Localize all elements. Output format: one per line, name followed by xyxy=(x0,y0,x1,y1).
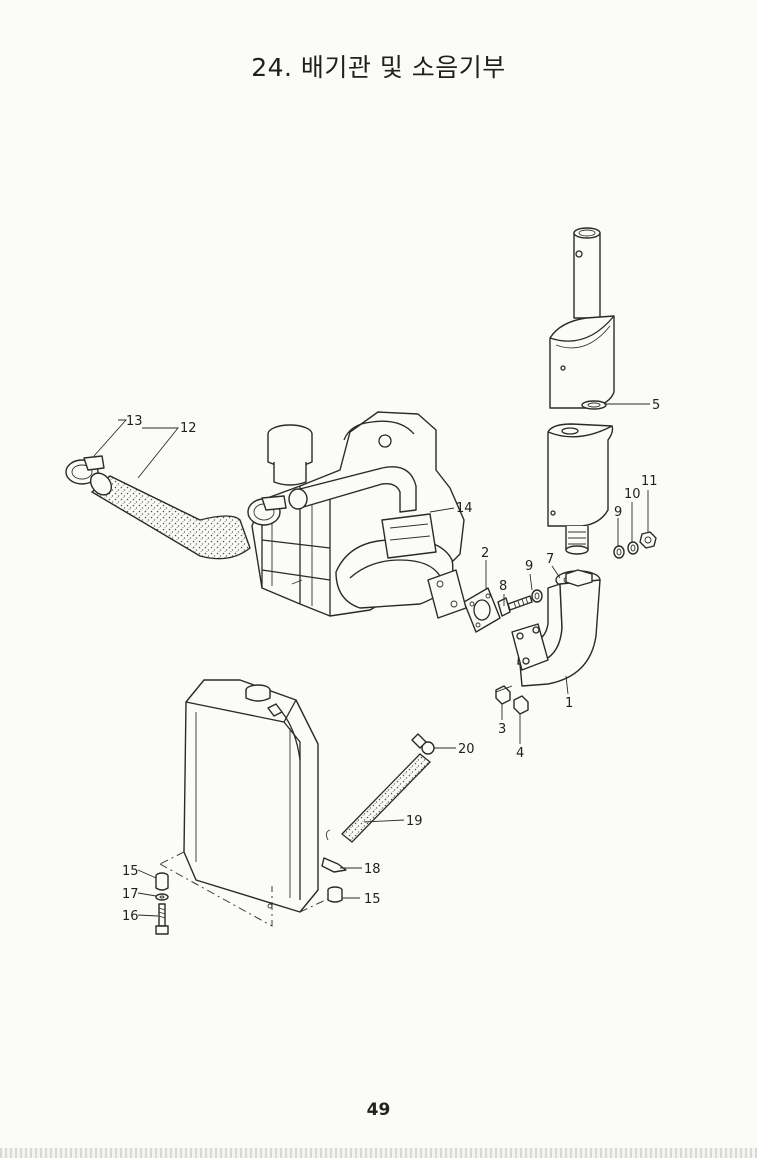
bolt-16 xyxy=(155,903,169,935)
callout-3: 3 xyxy=(498,722,506,737)
callout-4: 4 xyxy=(516,746,524,761)
rubber-mount-15-left xyxy=(155,872,169,891)
engine-block xyxy=(251,411,467,619)
callout-9-left: 9 xyxy=(525,559,533,574)
gasket-2 xyxy=(463,587,501,633)
page-title: 24. 배기관 및 소음기부 xyxy=(251,53,506,82)
callout-12: 12 xyxy=(180,421,197,436)
fitting-20 xyxy=(411,733,435,755)
nut-3 xyxy=(495,685,511,705)
callout-16: 16 xyxy=(122,909,139,924)
callout-10: 10 xyxy=(624,487,641,502)
callout-14: 14 xyxy=(456,501,473,516)
muffler-assembly xyxy=(549,227,615,410)
nut-4 xyxy=(513,695,529,715)
silencer-body xyxy=(547,423,614,555)
washer-17 xyxy=(155,893,169,901)
callout-15-right: 15 xyxy=(364,892,381,907)
rubber-mount-15-right xyxy=(327,886,343,903)
callout-1: 1 xyxy=(565,696,573,711)
small-hardware xyxy=(531,531,657,603)
bolt-8 xyxy=(497,595,533,617)
callout-11: 11 xyxy=(641,474,658,489)
callout-19: 19 xyxy=(406,814,423,829)
callout-20: 20 xyxy=(458,742,475,757)
callout-2: 2 xyxy=(481,546,489,561)
callout-9-right: 9 xyxy=(614,505,622,520)
callout-13: 13 xyxy=(126,414,143,429)
scan-edge-strip xyxy=(0,1148,757,1158)
page-number: 49 xyxy=(366,1100,391,1120)
fitting-18 xyxy=(321,829,347,873)
callout-7: 7 xyxy=(546,552,554,567)
callout-8: 8 xyxy=(499,579,507,594)
callout-labels: 1 2 3 4 5 7 8 9 9 10 11 12 13 14 15 15 1… xyxy=(122,398,660,924)
intake-hose-12 xyxy=(89,472,251,560)
leader-lines xyxy=(93,403,650,917)
hose-clamp-14 xyxy=(247,495,287,526)
callout-17: 17 xyxy=(122,887,139,902)
callout-18: 18 xyxy=(364,862,381,877)
breather-tube-19 xyxy=(341,753,431,843)
radiator-tank xyxy=(159,679,335,927)
callout-5: 5 xyxy=(652,398,660,413)
callout-15-left: 15 xyxy=(122,864,139,879)
hose-clamp-13 xyxy=(65,455,105,485)
exhaust-elbow-pipe xyxy=(511,570,601,687)
